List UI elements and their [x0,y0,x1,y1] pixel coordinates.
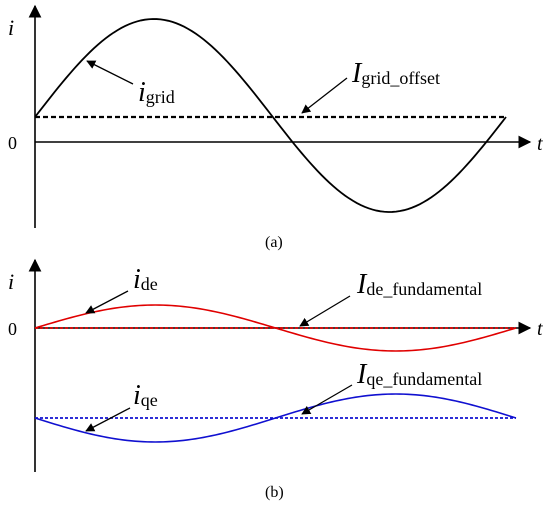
de-fundamental-pointer-arrow-icon [299,295,351,327]
grid-current-label-sub: grid [146,87,175,107]
qe-fundamental-label: Iqe_fundamental [356,359,482,390]
grid-current-curve [34,18,507,213]
de-fundamental-label: Ide_fundamental [356,269,482,300]
offset-label-pointer-arrow-icon [301,77,348,114]
de-label-pointer-arrow-icon [85,290,129,314]
qe-current-label-main: i [133,380,141,411]
de-current-label-main: i [133,264,141,295]
panel-a: i t 0 igrid Igrid_offset (a) [8,4,543,251]
qe-fundamental-label-main: I [356,359,368,390]
grid-current-label-main: i [138,77,146,108]
panel-b-zero-label: 0 [8,319,17,339]
qe-fundamental-pointer-arrow-icon [301,384,353,415]
panel-b-caption: (b) [265,484,284,501]
de-fundamental-label-main: I [356,269,368,300]
panel-a-axis-t-label: t [537,133,543,155]
panel-a-axis-i-label: i [8,15,14,40]
qe-fundamental-label-sub: qe_fundamental [366,369,482,389]
de-fundamental-label-sub: de_fundamental [366,279,482,299]
grid-offset-label-main: I [351,58,363,89]
panel-b-axis-i-label: i [8,269,14,294]
qe-label-pointer-arrow-icon [85,407,131,432]
grid-current-label: igrid [138,77,175,108]
panel-b-axis-t-label: t [537,318,543,340]
panel-a-caption: (a) [265,234,283,251]
panel-a-zero-label: 0 [8,133,17,153]
grid-offset-label-sub: grid_offset [361,68,440,88]
qe-current-label: iqe [133,380,158,411]
de-current-label-sub: de [141,274,158,294]
qe-current-label-sub: qe [141,390,158,410]
grid-label-pointer-arrow-icon [86,60,134,85]
grid-offset-label: Igrid_offset [351,58,440,89]
de-current-label: ide [133,264,158,295]
panel-b: i t 0 ide Ide_fundamental iqe Iqe_fundam… [8,258,543,501]
